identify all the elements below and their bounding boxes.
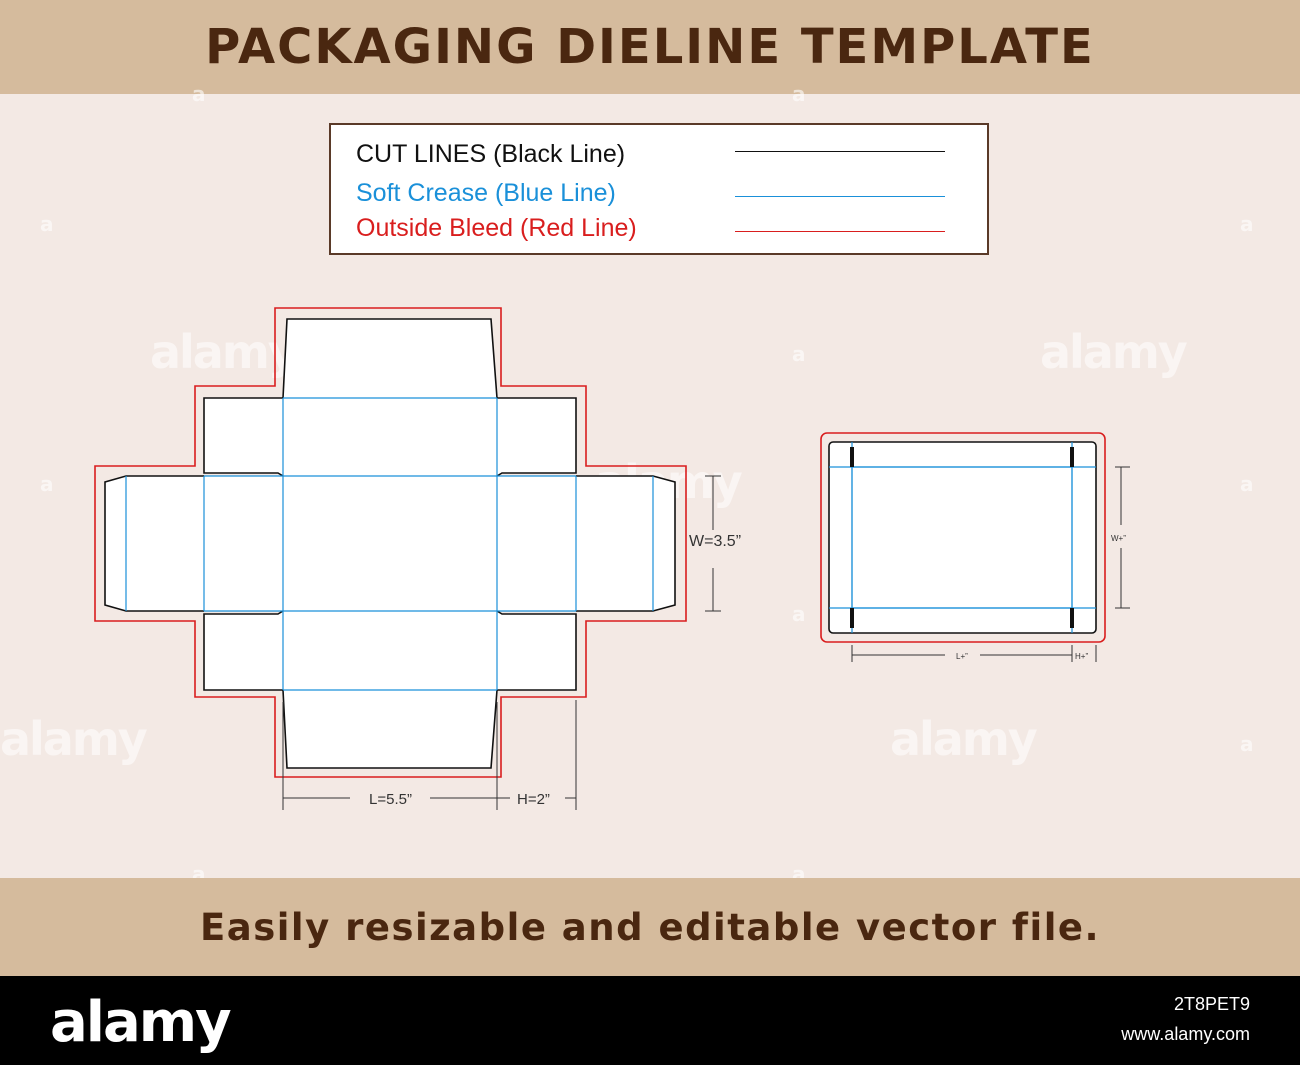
watermark-letter: a	[792, 602, 806, 626]
watermark-letter: a	[792, 82, 806, 106]
flat-cut-top-left-flap	[203, 397, 284, 477]
flat-length-label: L=5.5”	[369, 791, 412, 808]
legend-crease-label: Soft Crease (Blue Line)	[356, 179, 616, 207]
watermark-letter: a	[1240, 212, 1254, 236]
flat-cut-base-panel	[283, 476, 497, 611]
footer-site: www.alamy.com	[1121, 1024, 1250, 1044]
page-title: PACKAGING DIELINE TEMPLATE	[205, 19, 1095, 75]
caption-band: Easily resizable and editable vector fil…	[0, 878, 1300, 976]
flat-cut-bottom-left-flap	[203, 610, 284, 691]
watermark-letter: a	[40, 212, 54, 236]
legend-cut-label: CUT LINES (Black Line)	[356, 140, 626, 168]
tray-dimension-lines	[851, 466, 1130, 662]
watermark-letter: a	[192, 82, 206, 106]
flat-cut-bottom-tuck	[282, 689, 498, 769]
flat-cut-top-right-flap	[496, 397, 577, 477]
footer-logo: alamy	[50, 990, 232, 1055]
flat-cut-bottom-right-flap	[496, 610, 577, 691]
tray-height-label: H+”	[1075, 652, 1088, 661]
legend-box: CUT LINES (Black Line) Soft Crease (Blue…	[329, 123, 989, 255]
legend-bleed-label: Outside Bleed (Red Line)	[356, 214, 637, 242]
tray-corner-marks	[850, 447, 1074, 628]
footer-bar: alamy 2T8PET9 www.alamy.com	[0, 976, 1300, 1065]
tray-crease-lines	[829, 442, 1096, 633]
watermark-letter: a	[1240, 732, 1254, 756]
watermark-letter: a	[1240, 472, 1254, 496]
header-band: PACKAGING DIELINE TEMPLATE	[0, 0, 1300, 94]
footer-image-id: 2T8PET9	[1173, 994, 1250, 1014]
legend-bleed-line	[735, 231, 945, 232]
tray-bleed-outline	[820, 432, 1106, 643]
flat-cut-right-tuck	[576, 475, 676, 612]
flat-bleed-outline	[94, 307, 687, 778]
legend-crease-line	[735, 196, 945, 197]
flat-crease-lines	[125, 397, 654, 691]
flat-cut-side-left	[204, 476, 283, 611]
watermark-letter: a	[792, 342, 806, 366]
watermark-letter: a	[40, 472, 54, 496]
flat-cut-side-right	[497, 476, 576, 611]
assembled-dieline	[820, 432, 1130, 662]
legend-cut-line	[735, 151, 945, 152]
flat-cut-side-top	[283, 398, 497, 476]
flat-cut-top-tuck	[282, 318, 498, 399]
tray-length-label: L+”	[956, 652, 968, 661]
tray-width-label: W+”	[1111, 534, 1126, 543]
flat-cut-side-bottom	[283, 611, 497, 690]
tray-base-panel	[851, 466, 1073, 609]
flat-cut-left-tuck	[104, 475, 204, 612]
flat-dieline	[94, 307, 721, 810]
flat-dimension-lines	[282, 475, 721, 810]
flat-width-label: W=3.5”	[689, 533, 741, 550]
caption-text: Easily resizable and editable vector fil…	[199, 906, 1101, 949]
flat-height-label: H=2”	[517, 791, 550, 808]
